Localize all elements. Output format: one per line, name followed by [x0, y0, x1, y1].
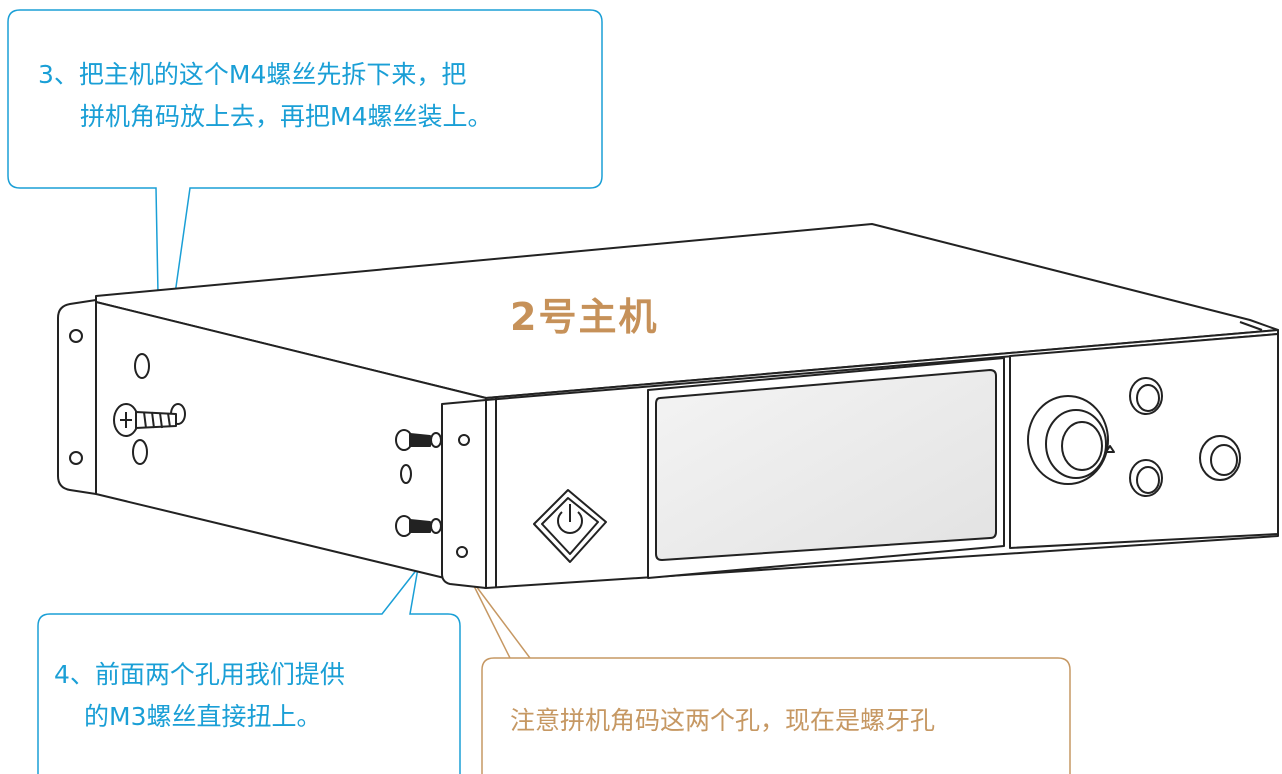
display-screen [655, 369, 997, 561]
callout-remove-m4-text: 3、把主机的这个M4螺丝先拆下来，把 拼机角码放上去，再把M4螺丝装上。 [38, 54, 598, 138]
device-chassis [57, 223, 1279, 589]
output-jack [1199, 435, 1241, 481]
callout-bubble-front-holes [37, 567, 461, 774]
front-mounting-ear [441, 399, 487, 589]
callout-remove-m4-line1: 3、把主机的这个M4螺丝先拆下来，把 [38, 60, 467, 89]
rear-mounting-ear [57, 299, 97, 495]
callout-threaded-holes-text: 注意拼机角码这两个孔，现在是螺牙孔 [510, 706, 936, 735]
callout-front-holes-line2: 的M3螺丝直接扭上。 [84, 702, 322, 731]
control-knob [1027, 395, 1115, 485]
callout-front-holes-text: 4、前面两个孔用我们提供 的M3螺丝直接扭上。 [54, 654, 464, 738]
lower-button [1129, 459, 1163, 497]
callout-remove-m4-line2: 拼机角码放上去，再把M4螺丝装上。 [80, 102, 493, 131]
device-title: 2号主机 [510, 295, 659, 339]
power-button-icon [533, 489, 607, 563]
upper-button [1129, 377, 1163, 415]
m3-screw-upper [395, 429, 431, 451]
m4-screw [113, 403, 177, 437]
m3-screw-lower [395, 515, 431, 537]
callout-bubble-threaded-holes [469, 577, 1071, 774]
callout-front-holes-line1: 4、前面两个孔用我们提供 [54, 660, 345, 689]
